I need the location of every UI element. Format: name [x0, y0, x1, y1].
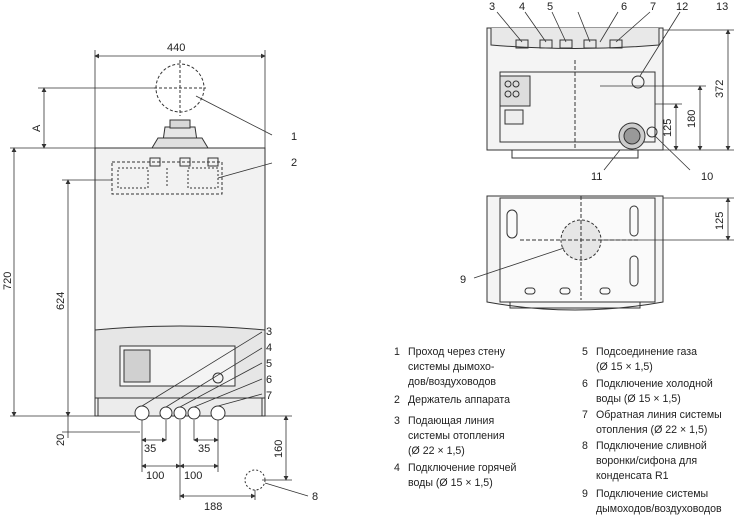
bottom-view-callout-leaders [496, 11, 691, 171]
callout-side-11: 11 [591, 171, 602, 183]
callout-side-10: 10 [701, 171, 713, 183]
legend-number: 7 [582, 409, 588, 421]
callout-front-6: 6 [266, 374, 272, 386]
bottom-view-callout-numbers: 3 4 5 6 7 12 13 11 10 [489, 1, 728, 183]
legend-number: 6 [582, 378, 588, 390]
callout-top-4: 4 [519, 1, 525, 13]
rear-view [486, 195, 664, 311]
dim-180: 180 [686, 110, 698, 128]
dim-35-left: 35 [144, 443, 156, 455]
callout-front-3: 3 [266, 326, 272, 338]
legend-text: Подключение холодной воды (Ø 15 × 1,5) [596, 378, 713, 405]
dim-A: A [31, 124, 43, 132]
bottom-view [486, 27, 664, 159]
legend-text: Проход через стену системы дымохо- дов/в… [408, 346, 506, 388]
callout-front-5: 5 [266, 358, 272, 370]
dim-372: 372 [714, 80, 726, 98]
callout-top-13: 13 [716, 1, 728, 13]
callout-front-1: 1 [291, 131, 297, 143]
dim-35-right: 35 [198, 443, 210, 455]
callout-top-6: 6 [621, 1, 627, 13]
mounting-bracket-outline [111, 161, 223, 195]
connection-13 [631, 75, 645, 89]
rear-view-labels: 125 9 [460, 212, 726, 286]
callout-top-7: 7 [650, 1, 656, 13]
legend-text: Держатель аппарата [408, 394, 511, 406]
dim-188: 188 [204, 501, 222, 513]
front-view [94, 60, 266, 491]
front-dimension-labels: 440 720 A 624 20 35 35 100 100 188 160 [2, 42, 285, 513]
callout-side-9: 9 [460, 274, 466, 286]
display-screen [123, 349, 151, 383]
dim-720: 720 [2, 272, 14, 290]
legend-text: Подающая линия системы отопления (Ø 22 ×… [408, 415, 505, 457]
front-callout-leaders [141, 95, 309, 497]
dim-160: 160 [273, 440, 285, 458]
legend-number: 1 [394, 346, 400, 358]
dim-100-left: 100 [146, 470, 164, 482]
legend-number: 9 [582, 488, 588, 500]
legend-text: Подключение горячей воды (Ø 15 × 1,5) [408, 462, 517, 489]
front-dimensions [10, 50, 292, 500]
dim-20: 20 [55, 434, 67, 446]
callout-front-2: 2 [291, 157, 297, 169]
legend-number: 2 [394, 394, 400, 406]
rear-view-dimensions [473, 197, 734, 279]
front-callout-numbers: 1 2 3 4 5 6 7 8 [266, 131, 318, 503]
legend-text: Подключение сливной воронки/сифона для к… [596, 440, 707, 482]
dim-440: 440 [167, 42, 185, 54]
bottom-view-dimensions [600, 29, 734, 151]
dim-125-bottom: 125 [714, 212, 726, 230]
dim-125-top: 125 [662, 119, 674, 137]
callout-front-7: 7 [266, 390, 272, 402]
callout-top-5: 5 [547, 1, 553, 13]
dim-100-right: 100 [184, 470, 202, 482]
callout-top-3: 3 [489, 1, 495, 13]
legend-number: 5 [582, 346, 588, 358]
callout-front-8: 8 [312, 491, 318, 503]
legend-text: Подключение системы дымоходов/воздуховод… [596, 488, 722, 515]
callout-front-4: 4 [266, 342, 272, 354]
legend-number: 8 [582, 440, 588, 452]
dim-624: 624 [55, 292, 67, 310]
legend-text: Обратная линия системы отопления (Ø 22 ×… [596, 409, 722, 436]
legend-number: 3 [394, 415, 400, 427]
drain-connection-10 [646, 126, 658, 138]
legend-text: Подсоединение газа (Ø 15 × 1,5) [596, 346, 698, 373]
bottom-view-dimension-labels: 372 180 125 [662, 80, 726, 137]
callout-top-12: 12 [676, 1, 688, 13]
legend-number: 4 [394, 462, 400, 474]
